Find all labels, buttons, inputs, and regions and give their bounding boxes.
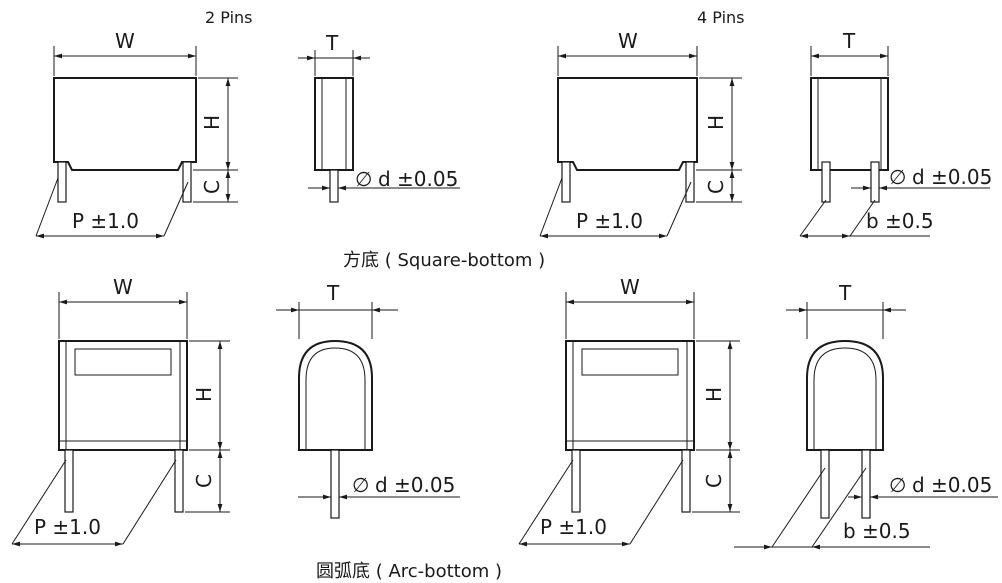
label-d: d ±0.05 (378, 167, 458, 191)
heading-4-pins: 4 Pins (697, 8, 744, 27)
label-p: P ±1.0 (540, 515, 607, 539)
label-c: C (702, 474, 726, 488)
label-d: d ±0.05 (912, 473, 992, 497)
square-4pin-front-view: W H C P ±1.0 (539, 29, 742, 239)
label-diameter-symbol: ∅ (355, 167, 372, 191)
caption-arc-bottom: 圆弧底 ( Arc-bottom ) (316, 561, 502, 582)
square-4pin-side-view: T ∅ d ±0.05 b ±0.5 (799, 29, 992, 239)
label-b: b ±0.5 (866, 209, 934, 233)
label-h: H (192, 387, 216, 402)
label-c: C (192, 474, 216, 488)
label-t: T (838, 281, 852, 305)
arc-4pin-front-view: W H C P ±1.0 (518, 275, 740, 547)
label-t: T (325, 31, 339, 55)
caption-square-bottom: 方底 ( Square-bottom ) (343, 250, 545, 271)
arc-4pin-side-view: T ∅ d ±0.05 b ±0.5 (734, 281, 998, 550)
label-p: P ±1.0 (34, 515, 101, 539)
label-d: d ±0.05 (375, 473, 455, 497)
label-p: P ±1.0 (576, 209, 643, 233)
label-p: P ±1.0 (72, 209, 139, 233)
label-d: d ±0.05 (912, 165, 992, 189)
label-w: W (113, 275, 133, 299)
label-h: H (702, 387, 726, 402)
label-h: H (704, 115, 728, 130)
square-2pin-front-view: W H C P ±1.0 (35, 29, 238, 239)
arc-2pin-side-view: T ∅ d ±0.05 (276, 281, 460, 519)
label-c: C (704, 180, 728, 194)
label-w: W (620, 275, 640, 299)
label-diameter-symbol: ∅ (352, 473, 369, 497)
label-t: T (326, 281, 340, 305)
label-w: W (115, 29, 135, 53)
label-c: C (200, 180, 224, 194)
label-b: b ±0.5 (843, 519, 911, 543)
arc-2pin-front-view: W H C P ±1.0 (11, 275, 230, 547)
label-diameter-symbol: ∅ (889, 473, 906, 497)
label-h: H (200, 115, 224, 130)
label-t: T (842, 29, 856, 53)
heading-2-pins: 2 Pins (205, 8, 252, 27)
square-2pin-side-view: T ∅ d ±0.05 (298, 31, 460, 203)
label-w: W (618, 29, 638, 53)
label-diameter-symbol: ∅ (889, 165, 906, 189)
